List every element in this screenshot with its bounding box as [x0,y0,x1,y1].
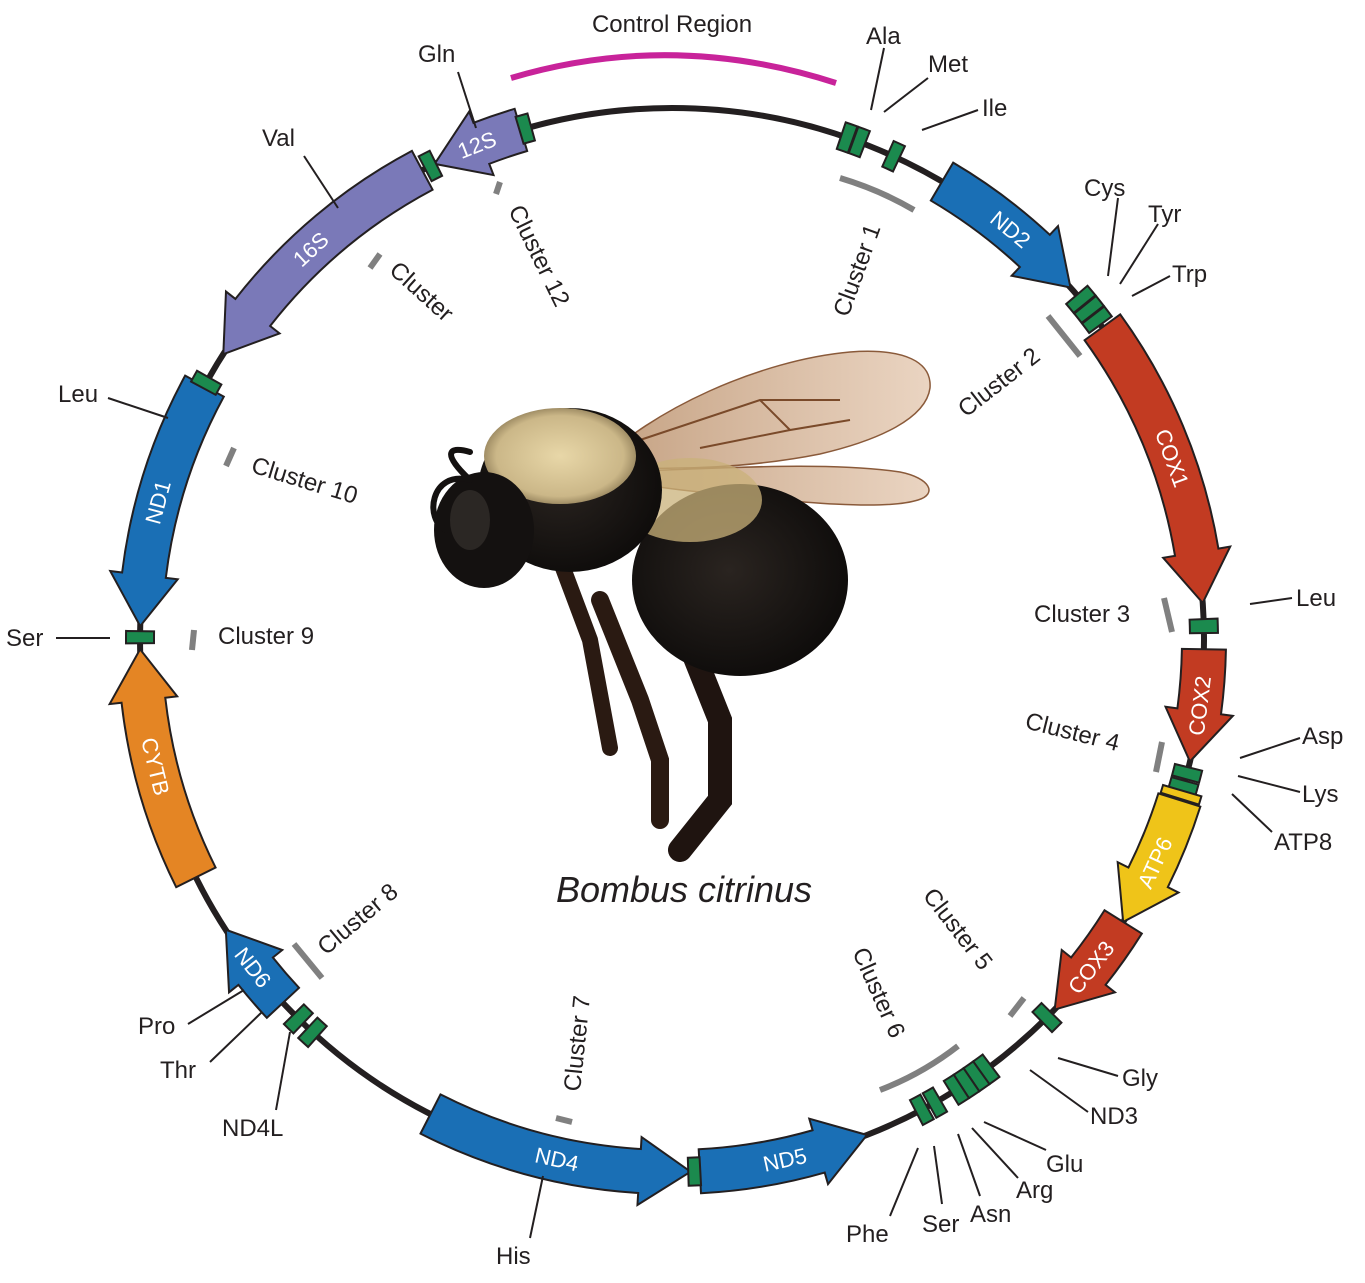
label-met: Met [928,51,968,78]
label-gln: Gln [418,41,455,68]
label-arg: Arg [1016,1177,1053,1204]
cluster-8-label: Cluster 8 [313,878,404,960]
cluster-7-label: Cluster 7 [559,994,596,1092]
label-nd3: ND3 [1090,1103,1138,1130]
label-asn: Asn [970,1201,1011,1228]
label-his: His [496,1243,531,1270]
label-ser-2: Ser [922,1211,959,1238]
control-region-arc [511,55,836,83]
cluster-5-label: Cluster 5 [917,883,997,975]
cluster-4-label: Cluster 4 [1023,708,1123,757]
label-nd4l: ND4L [222,1115,283,1142]
label-ser-1: Ser [6,625,43,652]
gene-arrows: ND2COX1COX2ATP6COX3ND5ND4ND6CYTBND116S12… [110,109,1233,1205]
trna-box [126,631,154,643]
cluster-3-label: Cluster 3 [1034,601,1130,628]
label-asp: Asp [1302,723,1343,750]
label-gly: Gly [1122,1065,1158,1092]
label-leu-1: Leu [58,381,98,408]
label-tyr: Tyr [1148,201,1181,228]
gene-16s [223,151,432,354]
species-title: Bombus citrinus [556,869,812,910]
cluster-11-label: Cluster [384,256,459,327]
cluster-9-label: Cluster 9 [218,623,314,650]
trna-box [882,141,905,171]
cluster-2-label: Cluster 2 [953,342,1045,422]
label-phe: Phe [846,1221,889,1248]
bumblebee-illustration [433,351,930,850]
cluster-10-label: Cluster 10 [248,452,361,510]
control-region-label: Control Region [592,11,752,38]
label-lys: Lys [1302,781,1338,808]
label-pro: Pro [138,1013,175,1040]
label-ala: Ala [866,23,901,50]
label-val: Val [262,125,295,152]
label-trp: Trp [1172,261,1207,288]
label-ile: Ile [982,95,1007,122]
gene-cox1 [1085,314,1231,603]
label-leu-2: Leu [1296,585,1336,612]
label-glu: Glu [1046,1151,1083,1178]
label-cys: Cys [1084,175,1125,202]
cluster-12-label: Cluster 12 [503,201,575,311]
trna-box [1190,619,1218,634]
label-atp8: ATP8 [1274,829,1332,856]
cluster-6-label: Cluster 6 [847,943,911,1042]
cluster-1-label: Cluster 1 [828,221,886,320]
label-thr: Thr [160,1057,196,1084]
trna-box [688,1157,701,1185]
